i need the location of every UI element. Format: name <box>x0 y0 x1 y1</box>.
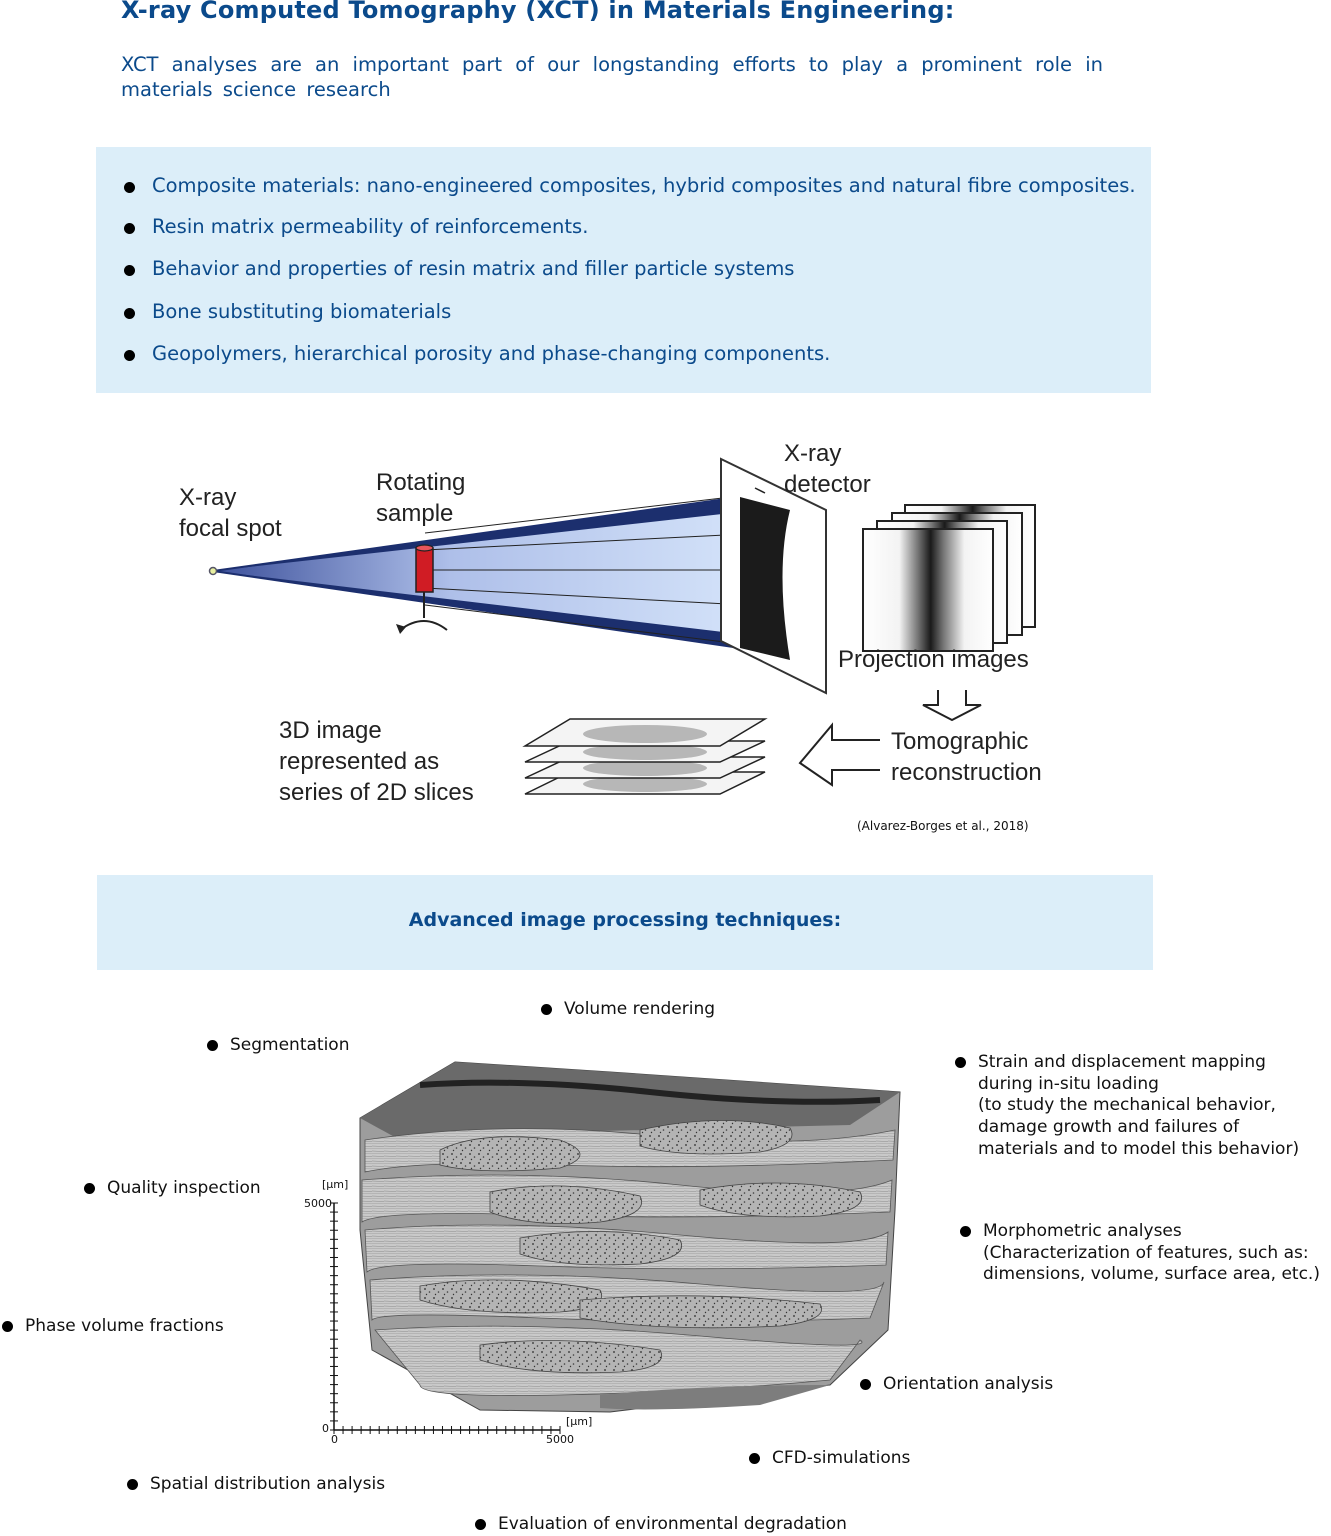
x-axis-ticks <box>333 1426 561 1434</box>
y-axis-unit: [µm] <box>322 1178 349 1191</box>
axes <box>330 1202 561 1434</box>
detector-label: X-ray detector <box>784 440 871 498</box>
intro-paragraph: XCT analyses are an important part of ou… <box>121 53 1103 101</box>
y-axis-zero-label: 0 <box>322 1422 329 1435</box>
down-arrow-icon <box>922 690 982 722</box>
projection-images-label: Projection images <box>838 646 1029 673</box>
technique-cfd: CFD-simulations <box>748 1448 911 1468</box>
technique-segmentation: Segmentation <box>206 1035 350 1055</box>
slice-stack <box>522 718 768 795</box>
techniques-heading: Advanced image processing techniques: <box>408 909 842 931</box>
techniques-heading-box: Advanced image processing techniques: <box>97 875 1153 970</box>
citation: (Alvarez-Borges et al., 2018) <box>857 819 1029 833</box>
projection-images <box>862 504 1036 652</box>
xray-beam <box>212 492 766 650</box>
technique-phase-volume: Phase volume fractions <box>2 1316 224 1336</box>
technique-orientation: Orientation analysis <box>859 1374 1054 1394</box>
page-title: X-ray Computed Tomography (XCT) in Mater… <box>121 0 955 24</box>
topic-item: Behavior and properties of resin matrix … <box>123 257 795 280</box>
x-axis-max-label: 5000 <box>546 1433 574 1446</box>
composite-block <box>359 1061 901 1413</box>
x-axis-zero-label: 0 <box>331 1433 338 1446</box>
technique-quality-inspection: Quality inspection <box>84 1178 261 1198</box>
technique-morphometric: Morphometric analyses (Characterization … <box>960 1221 1320 1285</box>
rotating-sample-label: Rotating sample <box>376 469 466 527</box>
left-arrow-icon <box>798 722 880 787</box>
topic-item: Geopolymers, hierarchical porosity and p… <box>123 342 831 365</box>
y-axis-max-label: 5000 <box>304 1197 332 1210</box>
reconstruction-label: Tomographic reconstruction <box>891 728 1042 786</box>
topic-item: Composite materials: nano-engineered com… <box>124 174 1136 197</box>
rotating-sample <box>396 544 448 634</box>
3d-image-label: 3D image represented as series of 2D sli… <box>279 717 474 806</box>
x-axis-unit: [µm] <box>566 1415 593 1428</box>
focal-spot-icon <box>208 566 218 576</box>
technique-strain-mapping: Strain and displacement mapping during i… <box>954 1052 1300 1159</box>
technique-spatial-distribution: Spatial distribution analysis <box>126 1474 386 1494</box>
topic-item: Bone substituting biomaterials <box>123 300 452 323</box>
y-axis-ticks <box>330 1202 338 1431</box>
technique-environmental: Evaluation of environmental degradation <box>475 1514 847 1534</box>
xct-diagram <box>208 457 1036 795</box>
volume-rendering-image <box>330 1061 901 1434</box>
topics-box: Composite materials: nano-engineered com… <box>96 147 1151 393</box>
topic-item: Resin matrix permeability of reinforceme… <box>123 215 589 238</box>
focal-spot-label: X-ray focal spot <box>179 484 282 542</box>
xray-detector <box>720 457 827 695</box>
technique-volume-rendering: Volume rendering <box>540 999 716 1019</box>
